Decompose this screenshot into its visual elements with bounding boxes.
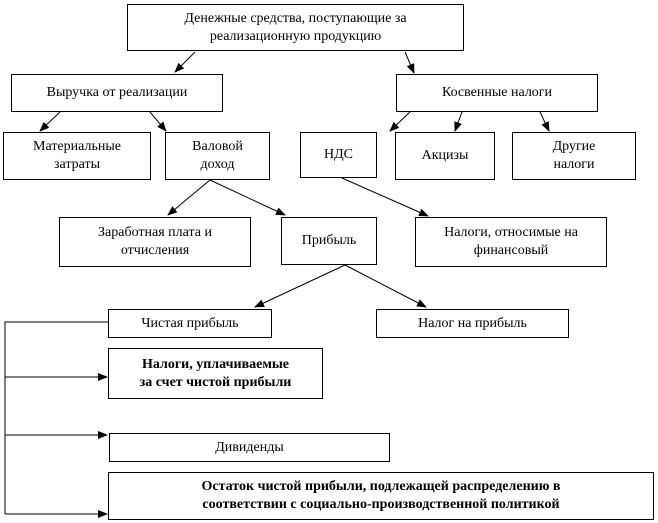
arrow-vat-to-financial-taxes (341, 177, 429, 217)
node-root: Денежные средства, поступающие за реализ… (127, 4, 464, 51)
node-net-profit-taxes: Налоги, уплачиваемые за счет чистой приб… (108, 348, 323, 399)
node-gross-income: Валовой доход (165, 132, 270, 180)
arrow-indirect-to-other-taxes (539, 111, 550, 132)
node-revenue: Выручка от реализации (11, 74, 223, 112)
arrow-gross-to-profit (209, 179, 286, 216)
node-dividends: Дивиденды (109, 433, 390, 462)
node-profit-tax: Налог на прибыль (376, 309, 569, 338)
node-net-profit: Чистая прибыль (108, 309, 272, 338)
node-retained-profit: Остаток чистой прибыли, подлежащей распр… (108, 472, 654, 520)
distribution-bracket (4, 321, 108, 514)
node-vat: НДС (300, 132, 377, 178)
node-financial-taxes: Налоги, относимые на финансовый (415, 217, 607, 267)
arrow-revenue-to-gross-income (149, 111, 167, 132)
node-excises: Акцизы (395, 132, 495, 180)
node-profit: Прибыль (281, 217, 377, 265)
arrow-root-to-revenue (174, 51, 196, 73)
arrow-revenue-to-material-costs (39, 111, 61, 132)
node-material-costs: Материальные затраты (3, 132, 151, 180)
node-indirect-taxes: Косвенные налоги (396, 74, 598, 112)
arrow-indirect-to-vat (389, 111, 411, 132)
arrow-indirect-to-excises (454, 111, 463, 132)
node-wages: Заработная плата и отчисления (59, 217, 251, 267)
node-other-taxes: Другие налоги (512, 132, 636, 180)
arrow-profit-to-net-profit (254, 264, 346, 308)
arrow-gross-to-wages (167, 179, 211, 216)
arrow-profit-to-profit-tax (344, 264, 427, 308)
arrow-root-to-indirect-taxes (404, 51, 415, 74)
